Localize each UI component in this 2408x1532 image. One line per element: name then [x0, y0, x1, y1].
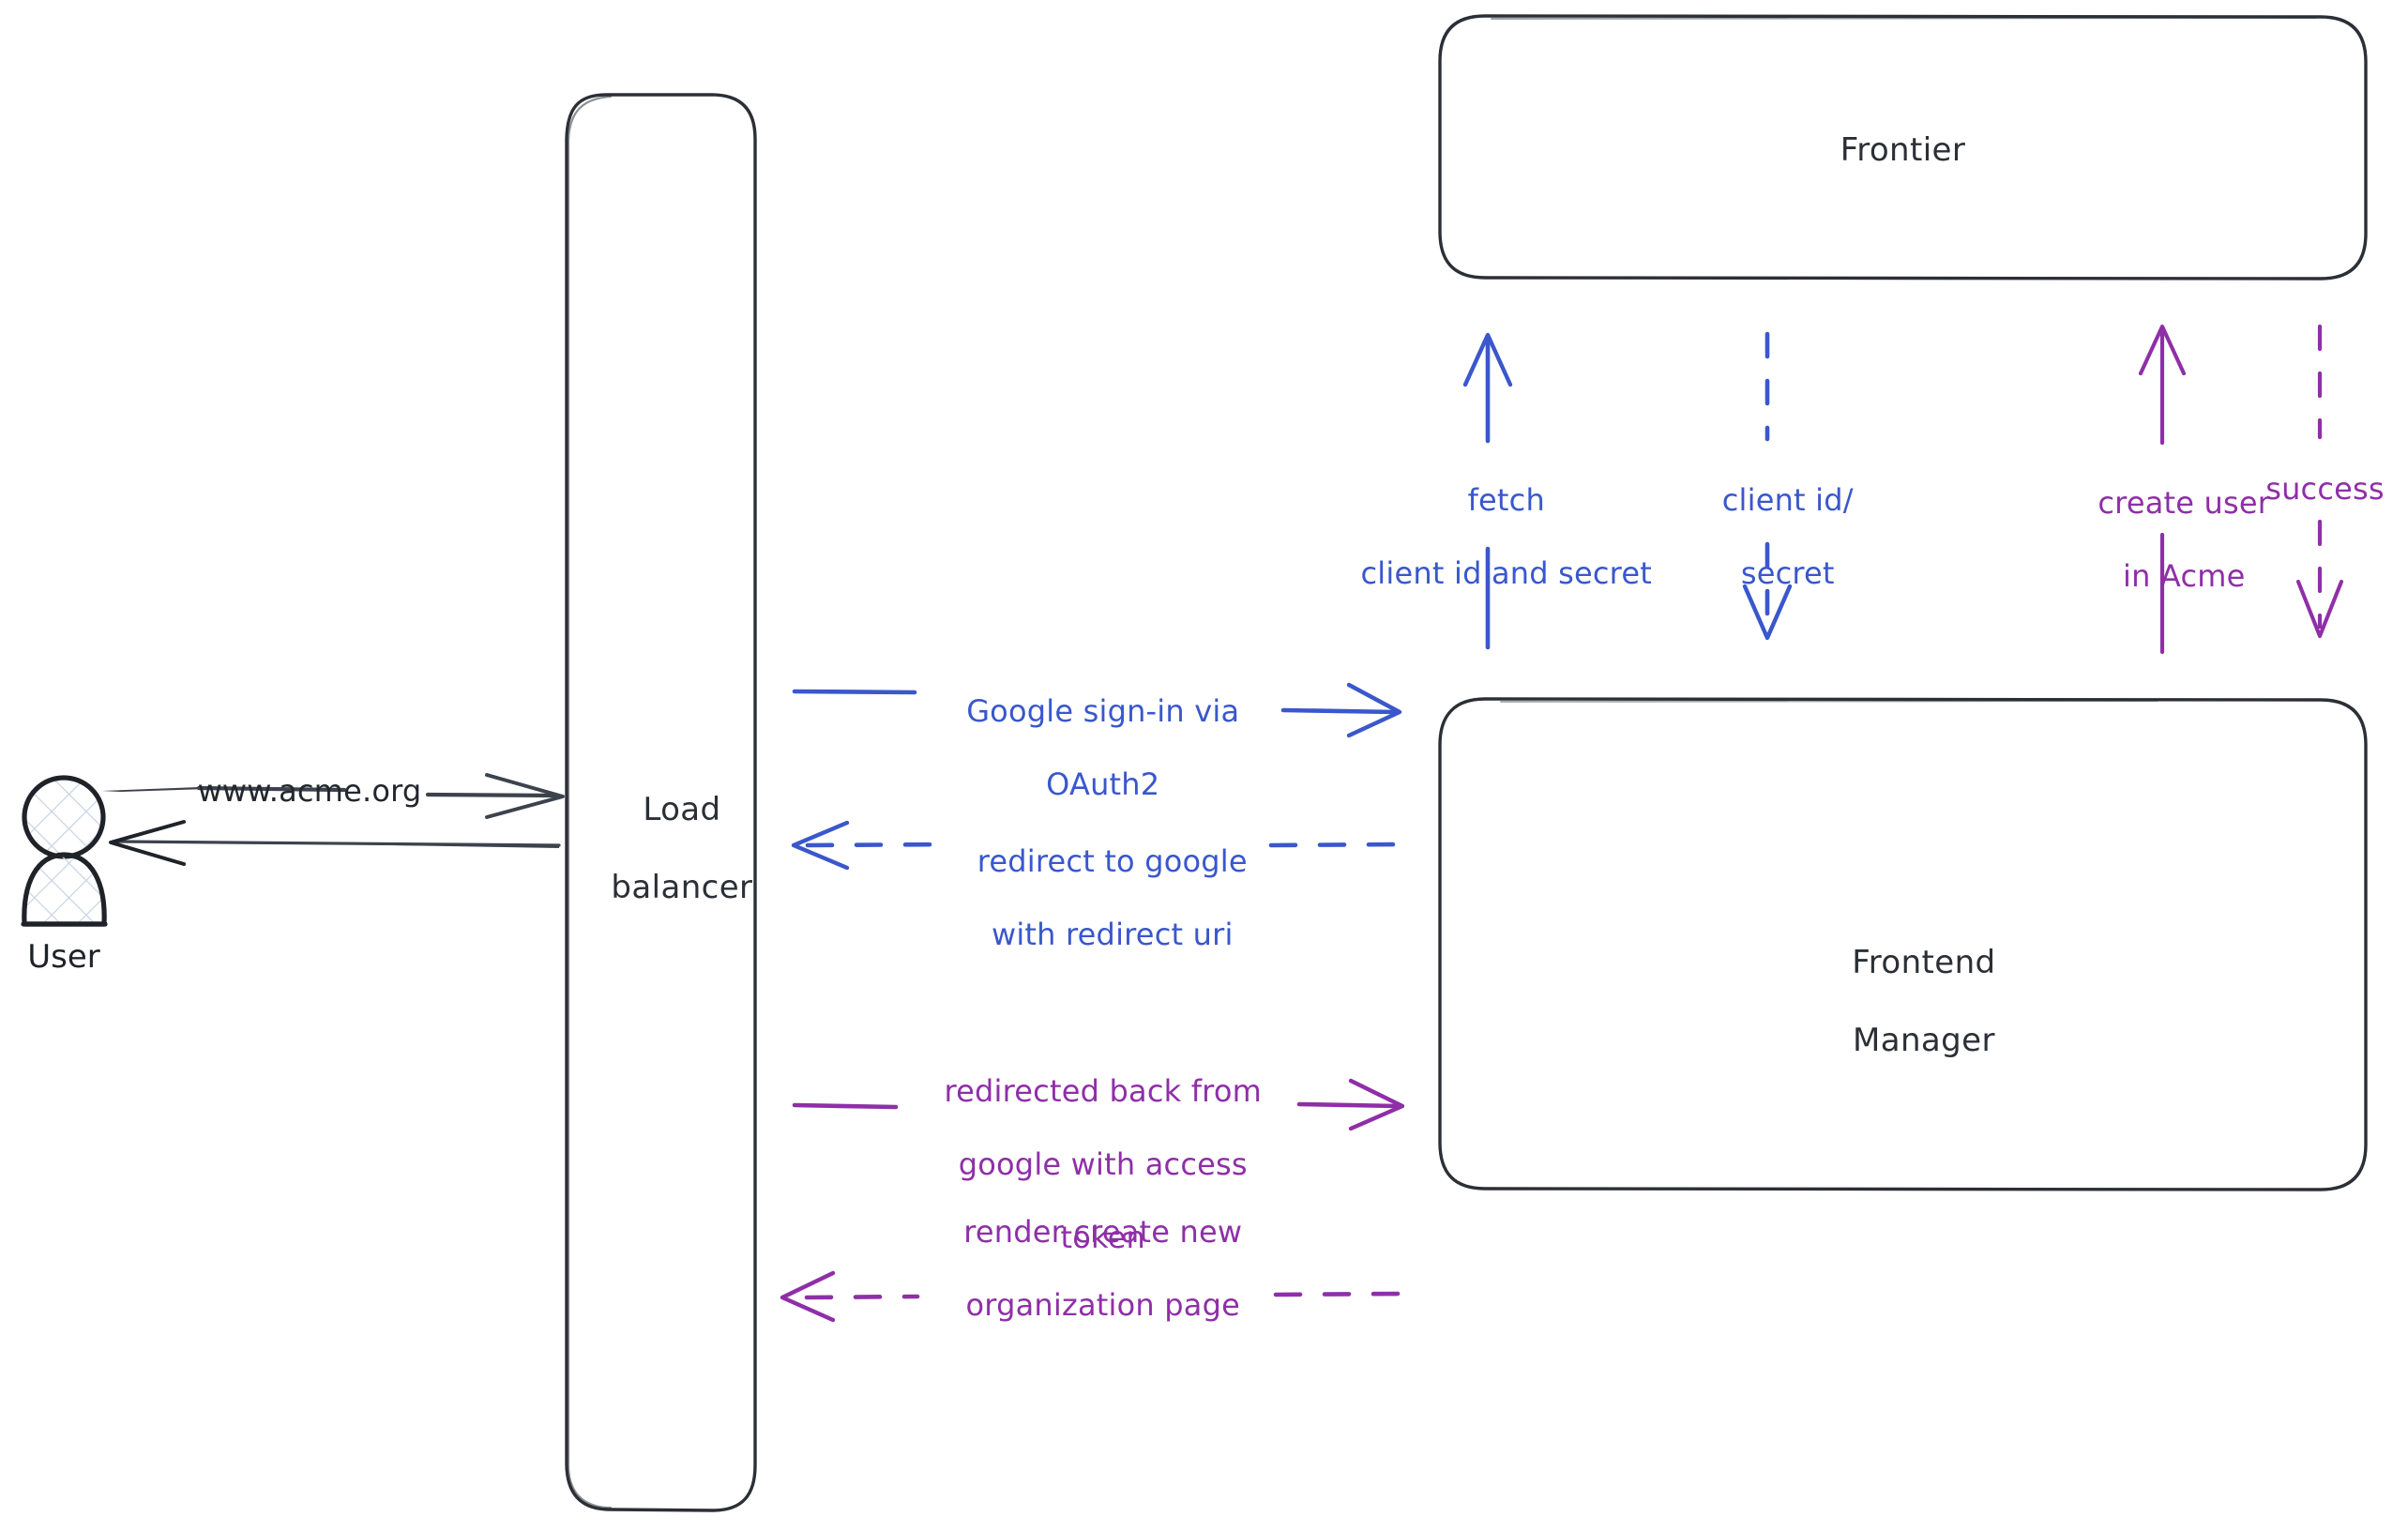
load-balancer-shape[interactable] [565, 93, 757, 1512]
edge-google-signin-oauth2-line[interactable] [792, 682, 1402, 738]
edge-redirect-to-google-line[interactable] [791, 820, 1406, 871]
edge-load-balancer-to-user-line[interactable] [109, 820, 561, 866]
edge-redirected-back-with-access-token-line[interactable] [792, 1078, 1405, 1131]
edge-render-create-new-organization-page-line[interactable] [780, 1270, 1402, 1323]
edge-fetch-client-id-and-secret-line[interactable] [1462, 332, 1513, 650]
edge-client-id-secret-response-line[interactable] [1742, 331, 1793, 641]
user-actor-shape[interactable] [21, 775, 108, 927]
frontend-manager-shape[interactable] [1438, 697, 2368, 1191]
edge-success-response-line[interactable] [2295, 324, 2344, 639]
edge-user-to-load-balancer-line[interactable] [101, 773, 565, 819]
edge-create-user-in-acme-line[interactable] [2138, 324, 2187, 655]
frontier-shape[interactable] [1438, 14, 2368, 281]
